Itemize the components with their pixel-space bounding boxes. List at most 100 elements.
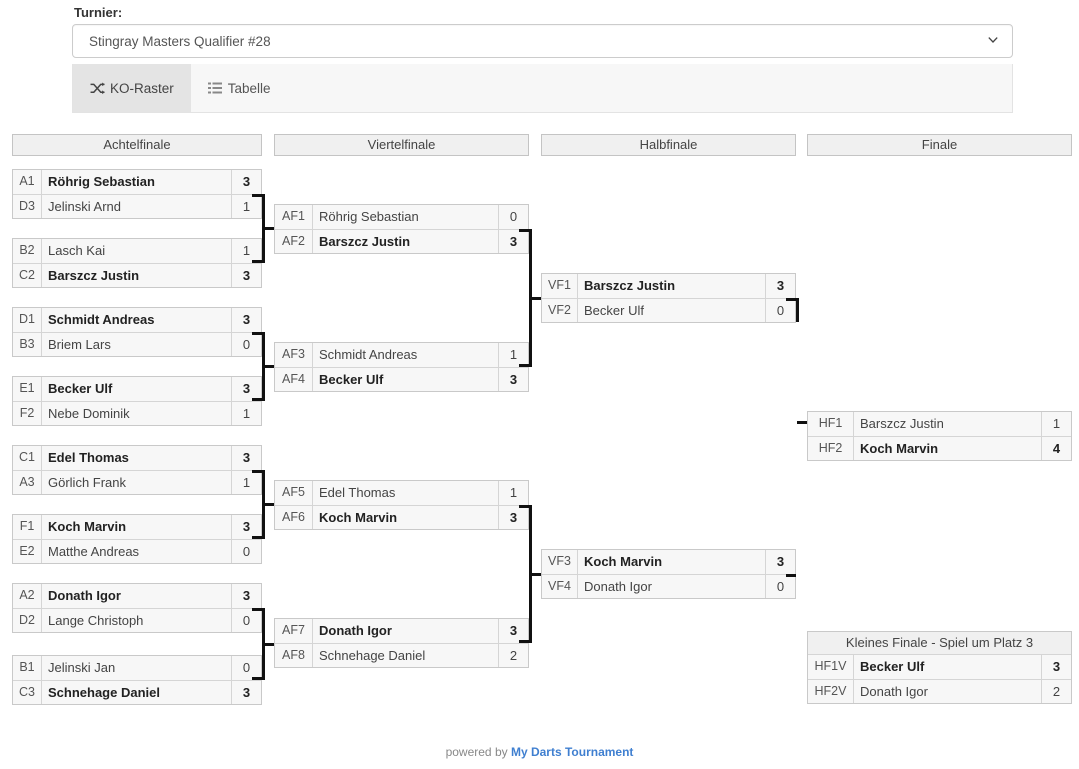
player-score: 1: [231, 239, 261, 263]
shuffle-icon: [90, 81, 105, 95]
round-header-viertelfinale: Viertelfinale: [274, 134, 529, 156]
player-score: 1: [498, 343, 528, 367]
match-sf-2[interactable]: VF3 Koch Marvin 3 VF4 Donath Igor 0: [541, 549, 796, 599]
seed-code: D2: [13, 609, 42, 632]
match-row: VF4 Donath Igor 0: [542, 574, 795, 598]
player-name: Koch Marvin: [319, 510, 398, 525]
match-r16-2[interactable]: B2 Lasch Kai 1 C2 Barszcz Justin 3: [12, 238, 262, 288]
match-r16-8[interactable]: B1 Jelinski Jan 0 C3 Schnehage Daniel 3: [12, 655, 262, 705]
player-score: 0: [231, 609, 261, 632]
match-r16-3[interactable]: D1 Schmidt Andreas 3 B3 Briem Lars 0: [12, 307, 262, 357]
match-row: VF2 Becker Ulf 0: [542, 298, 795, 322]
player-score: 1: [231, 195, 261, 218]
player-name: Schnehage Daniel: [319, 648, 426, 663]
bracket-connector-stub: [786, 574, 796, 577]
seed-code: F2: [13, 402, 42, 425]
match-row: A2 Donath Igor 3: [13, 584, 261, 608]
player-score: 3: [498, 368, 528, 391]
match-row: C1 Edel Thomas 3: [13, 446, 261, 470]
player-score: 3: [231, 681, 261, 704]
player-score: 4: [1041, 437, 1071, 460]
seed-code: F1: [13, 515, 42, 539]
player-score: 0: [498, 205, 528, 229]
match-final[interactable]: HF1 Barszcz Justin 1 HF2 Koch Marvin 4: [807, 411, 1072, 461]
match-row: A1 Röhrig Sebastian 3: [13, 170, 261, 194]
player-name: Donath Igor: [860, 684, 928, 699]
player-score: 3: [231, 584, 261, 608]
player-name: Koch Marvin: [584, 554, 663, 569]
seed-code: VF3: [542, 550, 578, 574]
match-row: F2 Nebe Dominik 1: [13, 401, 261, 425]
player-score: 3: [498, 506, 528, 529]
player-score: 2: [1041, 680, 1071, 703]
seed-code: AF2: [275, 230, 313, 253]
player-score: 3: [765, 550, 795, 574]
match-row: AF4 Becker Ulf 3: [275, 367, 528, 391]
player-name: Lasch Kai: [48, 243, 106, 258]
player-score: 3: [765, 274, 795, 298]
match-r16-5[interactable]: C1 Edel Thomas 3 A3 Görlich Frank 1: [12, 445, 262, 495]
footer: powered by My Darts Tournament: [0, 745, 1079, 759]
player-score: 3: [231, 308, 261, 332]
seed-code: HF2V: [808, 680, 854, 703]
match-r16-1[interactable]: A1 Röhrig Sebastian 3 D3 Jelinski Arnd 1: [12, 169, 262, 219]
player-name: Barszcz Justin: [319, 234, 411, 249]
match-row: VF1 Barszcz Justin 3: [542, 274, 795, 298]
match-sf-1[interactable]: VF1 Barszcz Justin 3 VF2 Becker Ulf 0: [541, 273, 796, 323]
match-qf-1[interactable]: AF1 Röhrig Sebastian 0 AF2 Barszcz Justi…: [274, 204, 529, 254]
player-name: Barszcz Justin: [584, 278, 676, 293]
third-place-title: Kleines Finale - Spiel um Platz 3: [808, 632, 1071, 655]
seed-code: AF8: [275, 644, 313, 667]
player-name: Lange Christoph: [48, 613, 144, 628]
player-name: Jelinski Jan: [48, 660, 116, 675]
match-third-place[interactable]: Kleines Finale - Spiel um Platz 3 HF1V B…: [807, 631, 1072, 704]
match-r16-4[interactable]: E1 Becker Ulf 3 F2 Nebe Dominik 1: [12, 376, 262, 426]
player-score: 3: [498, 619, 528, 643]
seed-code: E1: [13, 377, 42, 401]
seed-code: VF1: [542, 274, 578, 298]
player-name: Edel Thomas: [319, 485, 396, 500]
match-row: AF7 Donath Igor 3: [275, 619, 528, 643]
match-qf-3[interactable]: AF5 Edel Thomas 1 AF6 Koch Marvin 3: [274, 480, 529, 530]
match-row: B3 Briem Lars 0: [13, 332, 261, 356]
player-name: Jelinski Arnd: [48, 199, 121, 214]
tab-ko-raster[interactable]: KO-Raster: [73, 64, 191, 112]
match-qf-4[interactable]: AF7 Donath Igor 3 AF8 Schnehage Daniel 2: [274, 618, 529, 668]
match-row: AF1 Röhrig Sebastian 0: [275, 205, 528, 229]
player-name: Matthe Andreas: [48, 544, 140, 559]
tournament-label: Turnier:: [74, 5, 123, 20]
seed-code: C1: [13, 446, 42, 470]
match-row: AF5 Edel Thomas 1: [275, 481, 528, 505]
match-r16-7[interactable]: A2 Donath Igor 3 D2 Lange Christoph 0: [12, 583, 262, 633]
seed-code: AF3: [275, 343, 313, 367]
player-name: Koch Marvin: [860, 441, 939, 456]
match-row: D1 Schmidt Andreas 3: [13, 308, 261, 332]
player-score: 0: [231, 540, 261, 563]
seed-code: D1: [13, 308, 42, 332]
tab-ko-raster-label: KO-Raster: [110, 80, 174, 96]
seed-code: AF1: [275, 205, 313, 229]
footer-prefix: powered by: [445, 745, 511, 759]
tournament-form: Turnier: Stingray Masters Qualifier #28 …: [72, 0, 1013, 113]
chevron-down-icon: [980, 36, 1012, 47]
seed-code: VF4: [542, 575, 578, 598]
match-row: E2 Matthe Andreas 0: [13, 539, 261, 563]
player-score: 0: [765, 575, 795, 598]
match-row: HF1V Becker Ulf 3: [808, 655, 1071, 679]
view-tabs: KO-Raster Tabelle: [72, 64, 1013, 113]
tournament-select-value: Stingray Masters Qualifier #28: [89, 33, 271, 49]
footer-brand-link[interactable]: My Darts Tournament: [510, 745, 634, 759]
seed-code: A2: [13, 584, 42, 608]
match-r16-6[interactable]: F1 Koch Marvin 3 E2 Matthe Andreas 0: [12, 514, 262, 564]
player-score: 3: [231, 170, 261, 194]
player-name: Donath Igor: [319, 623, 392, 638]
seed-code: AF6: [275, 506, 313, 529]
match-row: D3 Jelinski Arnd 1: [13, 194, 261, 218]
tournament-select[interactable]: Stingray Masters Qualifier #28: [72, 24, 1013, 58]
seed-code: C2: [13, 264, 42, 287]
player-name: Becker Ulf: [584, 303, 644, 318]
match-qf-2[interactable]: AF3 Schmidt Andreas 1 AF4 Becker Ulf 3: [274, 342, 529, 392]
seed-code: C3: [13, 681, 42, 704]
tab-tabelle[interactable]: Tabelle: [191, 64, 288, 112]
player-name: Becker Ulf: [860, 659, 925, 674]
